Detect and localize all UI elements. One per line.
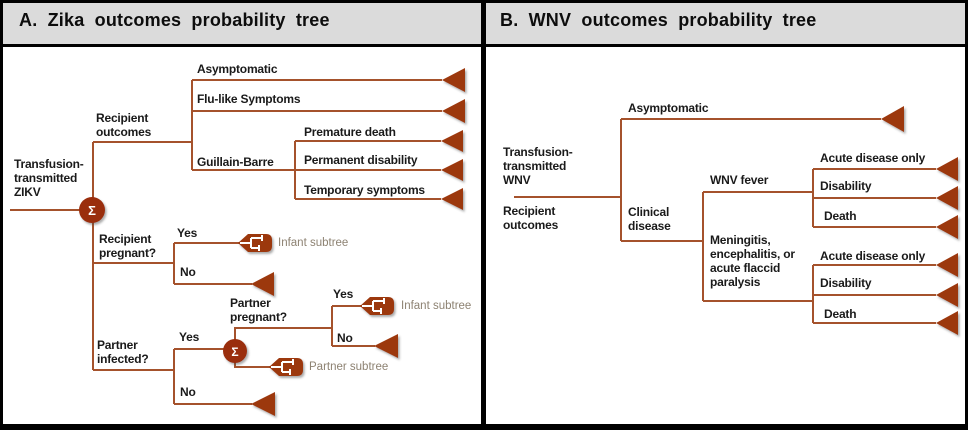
clinical-disease-label: Clinical disease [628, 205, 671, 233]
partner-infected-no-label: No [180, 385, 196, 399]
root-node-label-zikv: Transfusion- transmitted ZIKV [14, 157, 84, 199]
partner-subtree-label: Partner subtree [309, 361, 389, 373]
recipient-pregnant-no-label: No [180, 265, 196, 279]
fever-disability-label: Disability [820, 179, 872, 193]
recipient-pregnant-label: Recipient pregnant? [99, 232, 156, 260]
panel-a-title-band [3, 3, 481, 44]
recipient-outcomes-label: Recipient outcomes [96, 111, 152, 139]
partner-pregnant-no-label: No [337, 331, 353, 345]
flu-like-symptoms-label: Flu-like Symptoms [197, 92, 301, 106]
meningitis-disability-label: Disability [820, 276, 872, 290]
panel-b-title: B. WNV outcomes probability tree [500, 10, 817, 30]
recipient-pregnant-yes-label: Yes [177, 226, 198, 240]
partner-pregnant-yes-label: Yes [333, 287, 354, 301]
permanent-disability-label: Permanent disability [304, 153, 418, 167]
guillain-barre-label: Guillain-Barre [197, 155, 274, 169]
panel-a-title: A. Zika outcomes probability tree [19, 10, 330, 30]
temporary-symptoms-label: Temporary symptoms [304, 183, 425, 197]
meningitis-death-label: Death [824, 307, 857, 321]
recipient-outcomes-label-b: Recipient outcomes [503, 204, 559, 232]
fever-acute-disease-label: Acute disease only [820, 151, 926, 165]
panel-b-title-band [486, 3, 965, 44]
wnv-fever-label: WNV fever [710, 173, 769, 187]
infant-subtree-label-2: Infant subtree [401, 300, 472, 312]
infant-subtree-label: Infant subtree [278, 237, 349, 249]
premature-death-label: Premature death [304, 125, 396, 139]
partner-pregnant-label: Partner pregnant? [230, 296, 287, 324]
partner-infected-yes-label: Yes [179, 330, 200, 344]
meningitis-label: Meningitis, encephalitis, or acute flacc… [710, 233, 795, 289]
asymptomatic-label-b: Asymptomatic [628, 101, 709, 115]
partner-infected-label: Partner infected? [97, 338, 149, 366]
asymptomatic-label: Asymptomatic [197, 62, 278, 76]
meningitis-acute-disease-label: Acute disease only [820, 249, 926, 263]
fever-death-label: Death [824, 209, 857, 223]
root-node-label-wnv: Transfusion- transmitted WNV [503, 145, 573, 187]
